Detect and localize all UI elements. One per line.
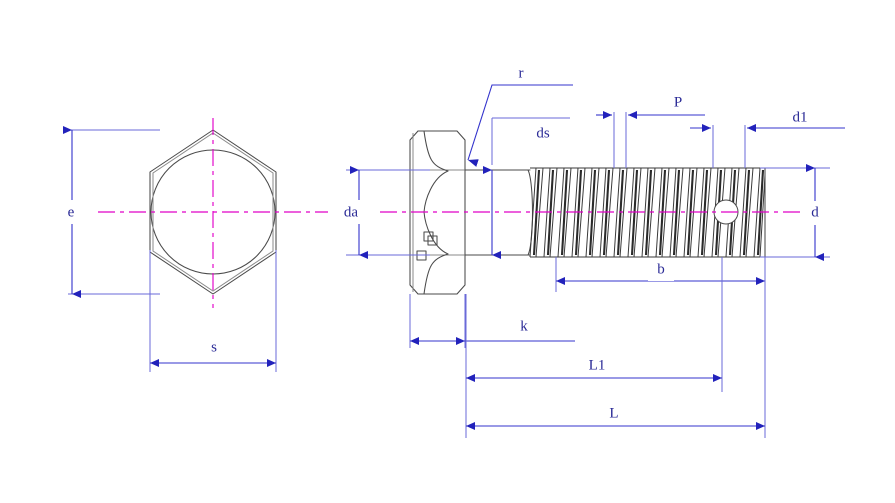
- dimension-label-p: P: [674, 94, 682, 110]
- r-leader-line: [467, 84, 573, 167]
- dimension-label-k: k: [520, 318, 528, 334]
- dimension-label-l: L: [609, 405, 618, 421]
- dimension-label-d: d: [811, 204, 819, 220]
- dimension-label-b: b: [657, 261, 665, 277]
- dimension-label-s: s: [211, 339, 217, 355]
- dimension-label-ds: ds: [536, 125, 550, 141]
- e-label-backing: [58, 200, 86, 224]
- surface-finish-symbol: [423, 231, 438, 246]
- l-label-backing: [602, 403, 628, 425]
- dimension-label-d1: d1: [793, 109, 808, 125]
- head-lower-flank-curve: [423, 253, 449, 295]
- hexagon-inner-outline: [152, 132, 274, 292]
- l1-label-backing: [580, 355, 614, 377]
- s-label-backing: [200, 337, 228, 359]
- dimension-label-l1: L1: [589, 357, 606, 373]
- da-label-backing: [336, 200, 364, 224]
- b-label-backing: [648, 259, 674, 281]
- dimension-label-da: da: [344, 204, 359, 220]
- head-upper-flank-curve: [423, 130, 449, 172]
- hexagon-outline: [149, 129, 277, 295]
- head-left-chamfer: [409, 130, 419, 295]
- dimension-label-e: e: [68, 204, 75, 220]
- d-label-backing: [802, 201, 828, 225]
- dimension-label-r: r: [519, 65, 524, 81]
- end-view-group: e s: [58, 118, 328, 372]
- side-view-group: r ds da P d1: [336, 65, 845, 438]
